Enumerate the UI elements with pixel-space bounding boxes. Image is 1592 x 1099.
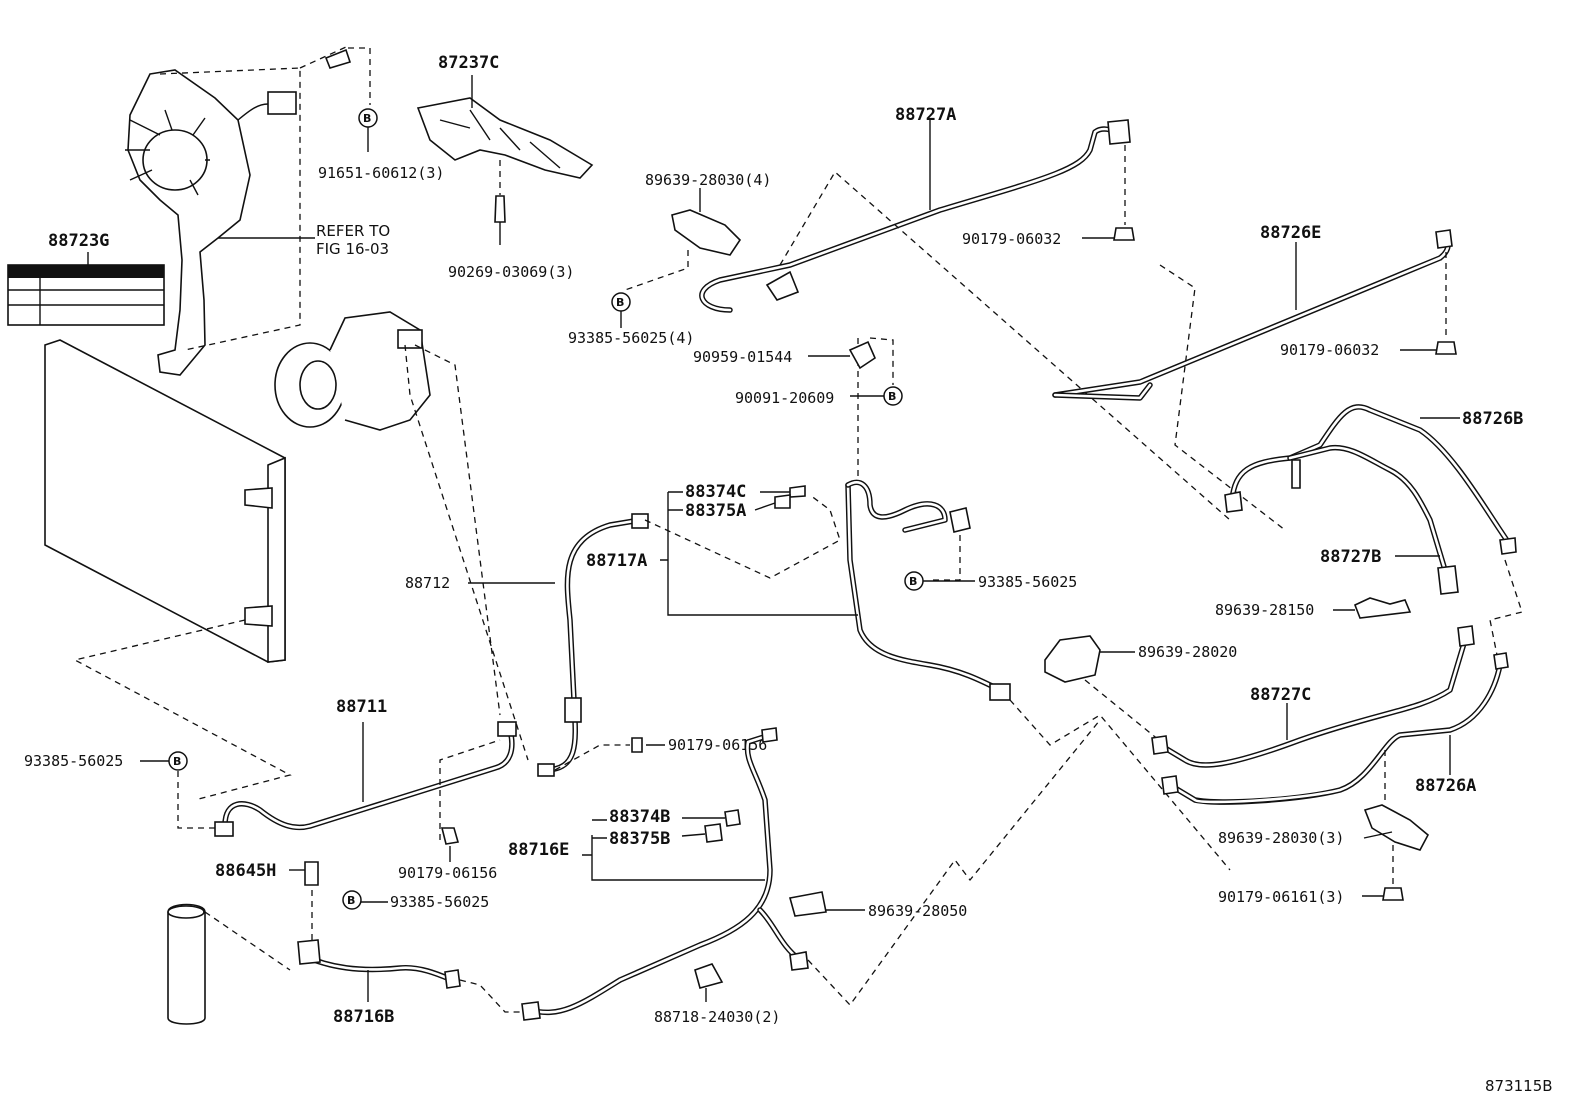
label-88712: 88712 bbox=[405, 574, 450, 592]
pipe-88716e: 88374B 88375B 88716E 89639-28050 88718-2… bbox=[508, 719, 1101, 1026]
label-88374c: 88374C bbox=[685, 482, 746, 502]
label-93385-56025-left: 93385-56025 bbox=[24, 752, 123, 770]
label-88726a: 88726A bbox=[1415, 776, 1476, 796]
label-89639-28150: 89639-28150 bbox=[1215, 601, 1314, 619]
label-90959-01544: 90959-01544 bbox=[693, 348, 792, 366]
label-88726b: 88726B bbox=[1462, 409, 1523, 429]
label-88727b: 88727B bbox=[1320, 547, 1381, 567]
label-88727a: 88727A bbox=[895, 105, 956, 125]
pipe-88727a: 88727A 90179-06032 bbox=[699, 105, 1231, 521]
receiver-88645h: 88645H B 93385-56025 bbox=[167, 861, 489, 1025]
label-89639-28030-4: 89639-28030(4) bbox=[645, 171, 771, 189]
condenser bbox=[44, 339, 292, 801]
label-91651-60612: 91651-60612(3) bbox=[318, 164, 444, 182]
label-88375a: 88375A bbox=[685, 501, 746, 521]
label-93385-56025-4: 93385-56025(4) bbox=[568, 329, 694, 347]
badge-b: B bbox=[347, 894, 355, 907]
label-89639-28030-3: 89639-28030(3) bbox=[1218, 829, 1344, 847]
refer-to-line1: REFER TO bbox=[316, 222, 390, 240]
label-88716b: 88716B bbox=[333, 1007, 394, 1027]
label-90091-20609: 90091-20609 bbox=[735, 389, 834, 407]
label-88717a: 88717A bbox=[586, 551, 647, 571]
label-88723g: 88723G bbox=[48, 231, 109, 251]
label-88375b: 88375B bbox=[609, 829, 670, 849]
bolt-91651: B 91651-60612(3) bbox=[318, 47, 444, 182]
label-87237c: 87237C bbox=[438, 53, 499, 73]
compressor bbox=[274, 311, 529, 761]
label-89639-28020: 89639-28020 bbox=[1138, 643, 1237, 661]
label-88374b: 88374B bbox=[609, 807, 670, 827]
pipe-88712: 88712 90179-06156 bbox=[405, 513, 767, 777]
label-88645h: 88645H bbox=[215, 861, 276, 881]
badge-b: B bbox=[616, 296, 624, 309]
label-90179-06161-3: 90179-06161(3) bbox=[1218, 888, 1344, 906]
pipe-88726e: 88726E 90179-06032 bbox=[1052, 223, 1457, 531]
bracket-89639-28030-3: 89639-28030(3) 90179-06161(3) bbox=[1218, 750, 1430, 906]
label-90179-06032-b: 90179-06032 bbox=[1280, 341, 1379, 359]
label-88711: 88711 bbox=[336, 697, 387, 717]
label-88727c: 88727C bbox=[1250, 685, 1311, 705]
bracket-89639-28030-4: 89639-28030(4) B 93385-56025(4) bbox=[568, 171, 771, 347]
label-88718-24030: 88718-24030(2) bbox=[654, 1008, 780, 1026]
diagram-id: 873115B bbox=[1485, 1077, 1553, 1095]
label-plate-88723g: 88723G bbox=[7, 231, 165, 326]
label-90179-06156-a: 90179-06156 bbox=[668, 736, 767, 754]
pipe-88726b: 88726B 88727B 89639-28150 bbox=[1215, 404, 1523, 656]
bracket-87237c: 87237C 90269-03069(3) bbox=[416, 53, 594, 281]
label-93385-56025-low: 93385-56025 bbox=[390, 893, 489, 911]
pipe-88717a: 88374C 88375A 88717A B 93385-56025 bbox=[586, 337, 1077, 701]
label-93385-56025-mid: 93385-56025 bbox=[978, 573, 1077, 591]
bracket-89639-28020: 89639-28020 bbox=[1009, 635, 1237, 871]
pipe-88727c: 88727C 88726A bbox=[1151, 625, 1509, 805]
pipe-88716b: 88716B bbox=[297, 939, 522, 1027]
label-90179-06032-a: 90179-06032 bbox=[962, 230, 1061, 248]
cooling-fan-assembly bbox=[125, 46, 347, 376]
label-90179-06156-b: 90179-06156 bbox=[398, 864, 497, 882]
label-88726e: 88726E bbox=[1260, 223, 1321, 243]
label-88716e: 88716E bbox=[508, 840, 569, 860]
pipe-88711: 88711 B 93385-56025 90179-06156 bbox=[24, 697, 517, 882]
badge-b: B bbox=[173, 755, 181, 768]
badge-b: B bbox=[909, 575, 917, 588]
reference-note: REFER TO FIG 16-03 bbox=[218, 222, 390, 258]
label-90269-03069: 90269-03069(3) bbox=[448, 263, 574, 281]
sensor-90959: 90959-01544 B 90091-20609 bbox=[693, 340, 903, 407]
refer-to-line2: FIG 16-03 bbox=[316, 240, 389, 258]
badge-b: B bbox=[363, 112, 371, 125]
badge-b: B bbox=[888, 390, 896, 403]
